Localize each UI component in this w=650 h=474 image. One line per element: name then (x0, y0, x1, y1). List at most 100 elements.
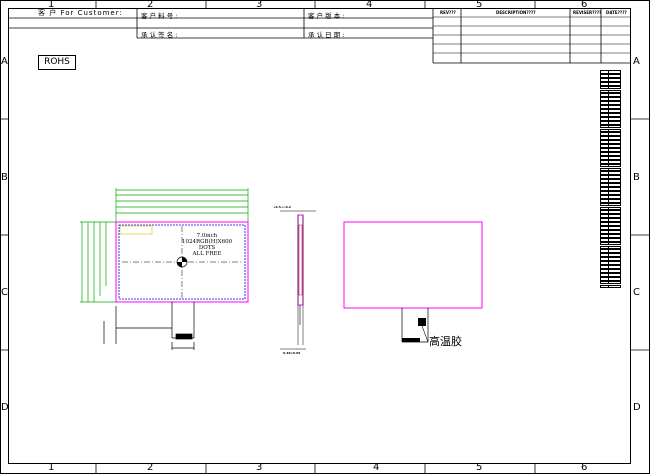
zone-col-top-5: 5 (476, 0, 483, 10)
pin-table-divider (608, 199, 609, 202)
pin-table-divider (608, 227, 609, 229)
zone-row-right-c: C (633, 287, 640, 298)
pin-table-divider (608, 156, 609, 159)
pin-table-row (600, 120, 621, 125)
pin-table-divider (608, 82, 609, 85)
pin-table-divider (608, 110, 609, 112)
pin-table-row (600, 233, 621, 238)
pin-table-divider (608, 238, 609, 241)
pin-table-divider (608, 246, 609, 249)
pin-table-row (600, 163, 621, 168)
pin-table-divider (608, 98, 609, 101)
pin-table-row (600, 89, 621, 94)
rohs-badge: ROHS (38, 55, 76, 70)
pin-table-divider (608, 106, 609, 108)
zone-row-left-a: A (1, 56, 8, 67)
pin-table-row (600, 81, 621, 86)
pin-table-row (600, 210, 621, 215)
panel-compliance: ALL FREE (192, 251, 222, 257)
zone-row-left-d: D (1, 402, 9, 413)
zone-row-right-d: D (633, 402, 641, 413)
pin-table-row (600, 128, 621, 133)
pin-table-row (600, 77, 621, 82)
pin-table-row (600, 179, 621, 184)
pin-table-row (600, 101, 621, 106)
pin-table-divider (608, 141, 609, 144)
pin-table-divider (608, 242, 609, 245)
pin-table-divider (608, 94, 609, 97)
pin-table-divider (608, 90, 609, 93)
pin-table-row (600, 218, 621, 223)
pin-table-divider (608, 184, 609, 186)
pin-table-divider (608, 78, 609, 81)
pin-table-row (600, 276, 621, 281)
pin-table-row (600, 97, 621, 102)
pin-table-divider (608, 86, 609, 89)
high-temp-tape-label: 高温胶 (429, 335, 462, 348)
rev-header: REV??? (440, 10, 456, 15)
pin-table-divider (608, 129, 609, 132)
pin-table-row (600, 175, 621, 180)
pin-table-row (600, 206, 621, 211)
pin-table-row (600, 136, 621, 141)
pin-table-divider (608, 195, 609, 198)
pin-table-divider (608, 74, 609, 77)
pin-table-row (600, 140, 621, 145)
pin-table-row (600, 70, 621, 74)
customer-label: 客 户 For Customer: (38, 9, 123, 17)
pin-table-row (600, 171, 621, 176)
pin-table-row (600, 214, 621, 219)
zone-col-bottom-6: 6 (581, 462, 588, 473)
zone-col-bottom-2: 2 (147, 462, 154, 473)
pin-table-divider (608, 137, 609, 140)
pin-table-row (600, 93, 621, 98)
pin-table-row (600, 124, 621, 129)
pin-table-row (600, 237, 621, 242)
pin-table-row (600, 194, 621, 199)
zone-col-top-3: 3 (256, 0, 263, 10)
pin-table-row (600, 167, 621, 172)
pin-table-row (600, 280, 621, 285)
pin-table-row (600, 109, 621, 113)
zone-row-right-a: A (633, 56, 640, 67)
front-view (80, 188, 249, 350)
pin-table-row (600, 284, 621, 289)
pin-table-divider (608, 176, 609, 179)
pin-table-divider (608, 149, 609, 151)
zone-row-right-b: B (633, 172, 640, 183)
pin-table-row (600, 144, 621, 148)
pin-table-row (600, 148, 621, 152)
pin-table-row (600, 159, 621, 164)
pin-table-divider (608, 281, 609, 284)
zone-col-top-4: 4 (366, 0, 373, 10)
back-view (343, 221, 483, 343)
pin-table-row (600, 245, 621, 250)
pin-table-row (600, 187, 621, 191)
pin-table-divider (608, 191, 609, 194)
pin-table-divider (608, 219, 609, 222)
pin-table-row (600, 73, 621, 78)
zone-col-top-2: 2 (147, 0, 154, 10)
pin-table-divider (608, 211, 609, 214)
pin-table-divider (608, 262, 609, 264)
panel-size: 7.0inch (196, 233, 218, 239)
pin-table-divider (608, 71, 609, 73)
pin-table-row (600, 105, 621, 109)
pin-table-row (600, 241, 621, 246)
pin-table-divider (608, 180, 609, 183)
pin-table-divider (608, 121, 609, 124)
pin-table-divider (608, 223, 609, 225)
panel-note: 7.0inch 1024RGB(H)X600 DOTS ALL FREE (182, 233, 232, 257)
pin-table-row (600, 249, 621, 254)
pin-table-row (600, 116, 621, 121)
pin-table-divider (608, 277, 609, 280)
pin-table-row (600, 268, 621, 273)
pin-table-row (600, 226, 621, 230)
pin-table-divider (608, 207, 609, 210)
pin-table-divider (608, 188, 609, 190)
zone-row-left-b: B (1, 172, 8, 183)
pin-table-row (600, 85, 621, 90)
pin-table-divider (608, 172, 609, 175)
zone-col-bottom-5: 5 (476, 462, 483, 473)
side-view (280, 210, 316, 350)
